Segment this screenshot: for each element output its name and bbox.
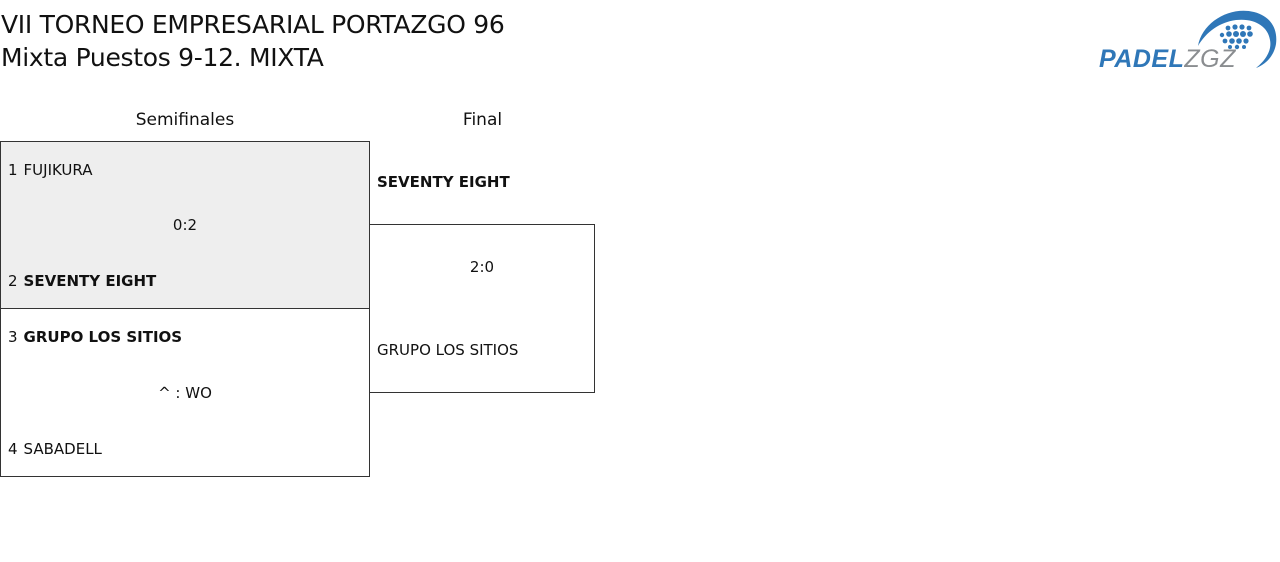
logo-wordmark: PADELZGZ	[1099, 45, 1236, 73]
final-box: 2:0	[369, 224, 595, 393]
semifinal-2-score: ^ : WO	[158, 384, 212, 402]
semifinal-2-team-b: 4 SABADELL	[8, 439, 102, 459]
final-heading: Final	[462, 110, 503, 130]
team-name: SABADELL	[23, 440, 102, 458]
final-team-a: SEVENTY EIGHT	[377, 173, 510, 191]
logo-text-padel: PADEL	[1099, 45, 1185, 73]
semifinal-1-team-b: 2 SEVENTY EIGHT	[8, 271, 156, 291]
padelzgz-logo: PADELZGZ	[1096, 8, 1280, 74]
semifinal-2-team-a: 3 GRUPO LOS SITIOS	[8, 327, 182, 347]
padel-ball-swoosh-icon	[1198, 10, 1277, 68]
team-name: SEVENTY EIGHT	[23, 272, 157, 290]
tournament-title: VII TORNEO EMPRESARIAL PORTAZGO 96	[1, 10, 505, 39]
seed-number: 4	[8, 440, 18, 458]
semifinal-1-score: 0:2	[172, 216, 198, 234]
seed-number: 3	[8, 328, 18, 346]
final-score: 2:0	[469, 258, 495, 276]
category-title: Mixta Puestos 9-12. MIXTA	[1, 43, 324, 72]
semifinal-2-box: 3 GRUPO LOS SITIOS ^ : WO 4 SABADELL	[0, 308, 370, 477]
team-name: FUJIKURA	[23, 161, 93, 179]
seed-number: 2	[8, 272, 18, 290]
semifinals-heading: Semifinales	[135, 110, 235, 130]
logo-text-zgz: ZGZ	[1184, 45, 1236, 73]
seed-number: 1	[8, 161, 18, 179]
semifinal-1-team-a: 1 FUJIKURA	[8, 160, 93, 180]
page-header: VII TORNEO EMPRESARIAL PORTAZGO 96 Mixta…	[1, 8, 505, 74]
final-team-b: GRUPO LOS SITIOS	[377, 341, 519, 359]
semifinal-1-box: 1 FUJIKURA 0:2 2 SEVENTY EIGHT	[0, 141, 370, 309]
team-name: GRUPO LOS SITIOS	[23, 328, 183, 346]
